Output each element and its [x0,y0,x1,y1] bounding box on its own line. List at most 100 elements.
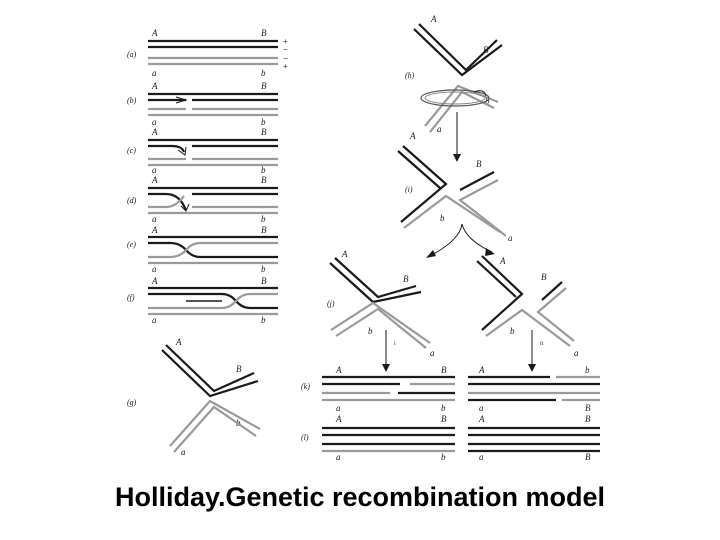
slide-caption: Holliday.Genetic recombination model [114,482,606,512]
route-label-i: i [394,341,396,347]
allele-A: A [335,365,342,375]
allele-b: b [261,68,266,78]
light-strand-crossing [148,195,185,209]
dark-strand-exchanged [148,241,278,259]
x-form-light-2 [169,399,261,447]
step-label-k: (k) [301,382,310,391]
allele-B: B [541,272,547,282]
allele-b: b [441,403,446,413]
allele-B: B [261,28,267,38]
step-label-c: (c) [127,146,136,155]
dark-strand-crossing [148,192,187,211]
allele-B: B [441,414,447,424]
step-label-h: (h) [405,71,415,80]
panel-e: (e) A B a b [127,225,278,274]
rotation-ring-inner [424,91,486,105]
step-label-j: (j) [327,299,335,308]
light-strand-migrated [148,292,278,310]
j-left-dark-1 [334,257,417,299]
h-dark-2 [413,28,503,77]
allele-b: b [261,214,266,224]
x-form-dark-1 [165,344,255,393]
i-light-2 [457,179,507,237]
dark-strand-migrated [148,292,278,310]
arrowhead-j-right [528,364,536,372]
allele-b: b [261,315,266,325]
panel-b: (b) A B a b [127,81,278,127]
j-left-light-1 [335,307,427,349]
j-left-light-2 [330,301,431,344]
arrowhead-j-left [382,364,390,372]
allele-B: B [585,414,591,424]
panel-i: (i) A B b a [397,131,513,258]
allele-a: a [479,452,484,462]
arrowhead-h-to-i [453,154,461,162]
allele-A: A [175,337,182,347]
allele-A: A [409,131,416,141]
step-label-b: (b) [127,96,137,105]
rotation-arrow [473,90,487,97]
allele-B: B [261,81,267,91]
allele-A: A [151,81,158,91]
allele-b: b [261,165,266,175]
allele-B: B [236,364,242,374]
route-label-ii: ii [540,341,544,347]
allele-b: b [510,326,515,336]
strand-sign-1: + [283,37,288,46]
strand-sign-4: + [283,62,288,71]
i-dark-right [459,171,495,191]
allele-a: a [336,403,341,413]
panel-f: (f) A B a b [127,276,278,325]
allele-B: B [403,274,409,284]
panel-j: (j) A B b a i A B b a ii [327,249,579,372]
panel-a: (a) A B + − − + a b [127,28,288,78]
j-right-light-2 [536,287,575,342]
ligation-arrow [180,203,190,212]
allele-a: a [181,447,186,457]
allele-A: A [478,414,485,424]
x-form-dark-2 [161,349,259,398]
allele-A: A [335,414,342,424]
arrowhead-i-right [485,248,495,256]
allele-a: a [574,348,579,358]
strand-sign-3: − [283,54,288,63]
step-label-d: (d) [127,196,137,205]
allele-a: a [508,233,513,243]
h-dark-1 [418,23,498,72]
dark-strand-2-displaced [148,144,186,153]
step-label-e: (e) [127,240,136,249]
allele-A: A [151,28,158,38]
light-strand-exchanged [148,241,278,259]
strand-invasion-arrow [177,146,187,156]
allele-B: B [261,127,267,137]
arrow-i-left [429,223,463,257]
allele-a: a [152,165,157,175]
allele-A: A [499,256,506,266]
panel-d: (d) A B a b [127,175,278,224]
allele-a: a [152,214,157,224]
strand-sign-2: − [283,45,288,54]
allele-A: A [151,276,158,286]
allele-a: a [479,403,484,413]
panel-g: (g) A B b a [127,337,261,457]
panel-c: (c) A B a b [127,127,278,175]
allele-a: a [437,124,442,134]
allele-a: a [152,68,157,78]
i-light-1 [403,194,501,233]
panel-k: (k) A B a b A b a B [301,365,600,413]
rotation-ring [420,89,490,107]
allele-a: a [152,264,157,274]
allele-A: A [151,225,158,235]
allele-A: A [341,249,348,259]
x-form-light-1 [173,405,257,453]
allele-a: a [152,315,157,325]
allele-B: B [261,276,267,286]
allele-a: a [430,348,435,358]
nick-arrow [175,96,188,104]
j-right-light-1 [485,308,571,347]
allele-B: B [261,225,267,235]
i-dark-left-1 [400,145,448,223]
allele-B: B [585,452,591,462]
allele-b: b [441,452,446,462]
allele-A: A [478,365,485,375]
